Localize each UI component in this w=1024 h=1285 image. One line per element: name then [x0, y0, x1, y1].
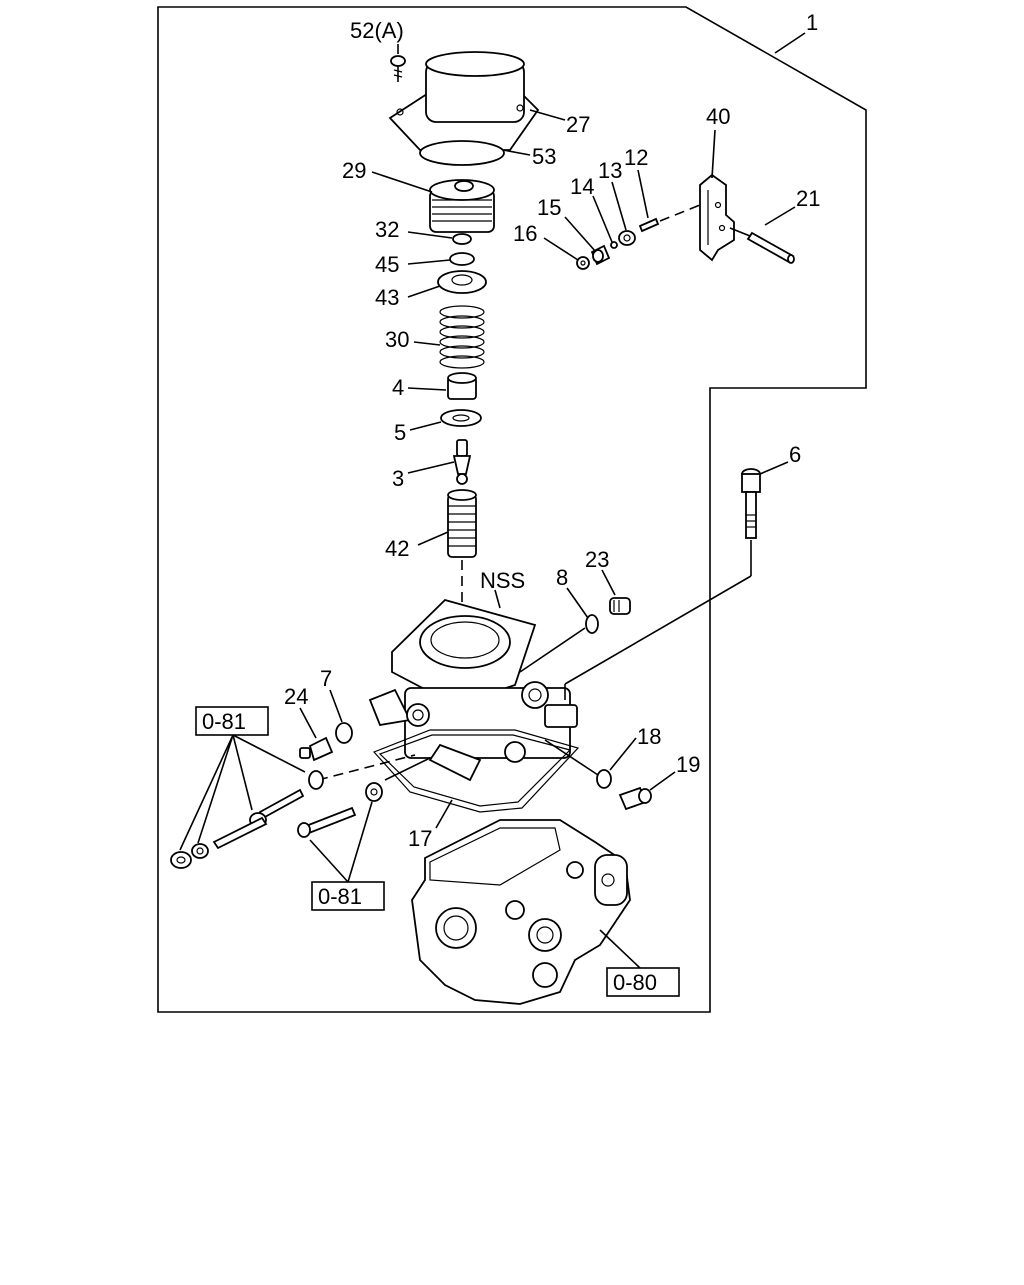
part-8-washer	[585, 614, 599, 634]
label-43: 43	[375, 285, 399, 310]
label-24: 24	[284, 684, 308, 709]
label-6: 6	[789, 442, 801, 467]
part-18-washer	[596, 769, 612, 789]
part-21-pin	[746, 231, 795, 264]
part-pump-body	[411, 819, 631, 1005]
label-27: 27	[566, 112, 590, 137]
part-washer-left	[308, 770, 324, 790]
label-29: 29	[342, 158, 366, 183]
ref-box-a	[195, 706, 269, 736]
label-30: 30	[385, 327, 409, 352]
part-27-cover	[388, 51, 540, 151]
label-32: 32	[375, 217, 399, 242]
label-8: 8	[556, 565, 568, 590]
part-stud-bolt-lower	[212, 816, 268, 850]
ref-text-a: 0-81	[202, 709, 246, 734]
ref-text-c: 0-80	[613, 970, 657, 995]
part-nss-housing	[368, 598, 578, 782]
part-12-pin	[638, 217, 660, 233]
label-7: 7	[320, 666, 332, 691]
part-stud-middle	[297, 806, 357, 838]
part-3-shaft	[452, 439, 472, 485]
label-12: 12	[624, 145, 648, 170]
assembly-outline	[157, 6, 867, 1013]
part-45-washer	[449, 252, 475, 266]
part-4-nut	[447, 372, 477, 400]
part-40-bracket	[699, 173, 735, 262]
part-nut-hex	[170, 851, 192, 869]
part-15-sleeve	[590, 244, 611, 266]
part-nut-middle	[365, 782, 383, 802]
label-40: 40	[706, 104, 730, 129]
label-45: 45	[375, 252, 399, 277]
part-17-gasket	[372, 729, 580, 813]
part-30-spring	[439, 305, 485, 369]
part-7-ring	[335, 722, 353, 744]
part-52-screw	[390, 44, 406, 82]
part-14-washer	[610, 241, 618, 249]
label-52a: 52(A)	[350, 18, 404, 43]
label-13: 13	[598, 158, 622, 183]
part-nut-small	[191, 843, 209, 859]
part-13-nut	[618, 230, 636, 246]
part-6-bolt	[741, 468, 761, 539]
part-23-plug	[609, 597, 631, 615]
ref-text-b: 0-81	[318, 884, 362, 909]
part-16-nut	[576, 256, 590, 270]
part-24-screw	[299, 736, 334, 762]
label-42: 42	[385, 536, 409, 561]
part-29-diaphragm	[429, 179, 495, 233]
label-nss: NSS	[480, 568, 525, 593]
label-19: 19	[676, 752, 700, 777]
label-16: 16	[513, 221, 537, 246]
label-17: 17	[408, 826, 432, 851]
label-5: 5	[394, 420, 406, 445]
part-53-oring	[419, 140, 505, 166]
label-assembly: 1	[806, 10, 818, 35]
label-14: 14	[570, 174, 594, 199]
part-5-washer	[440, 409, 482, 427]
label-23: 23	[585, 547, 609, 572]
label-53: 53	[532, 144, 556, 169]
label-4: 4	[392, 375, 404, 400]
part-19-bolt	[618, 786, 652, 811]
label-3: 3	[392, 466, 404, 491]
ref-box-c	[606, 967, 680, 997]
label-21: 21	[796, 186, 820, 211]
label-18: 18	[637, 724, 661, 749]
part-43-seat	[437, 270, 487, 294]
part-32-washer	[452, 233, 472, 245]
label-15: 15	[537, 195, 561, 220]
part-42-sleeve	[447, 489, 477, 558]
